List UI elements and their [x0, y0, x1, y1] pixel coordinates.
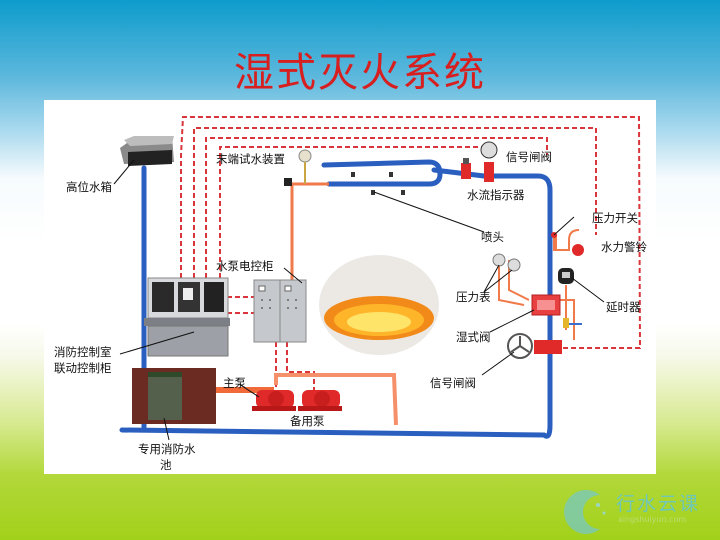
- leader-lines: [113, 159, 605, 441]
- pump-control-cabinet-icon: [253, 279, 307, 343]
- label-signal-valve-bottom: 信号闸阀: [430, 376, 476, 390]
- system-diagram: [113, 116, 642, 441]
- high-water-tank-icon: [120, 136, 174, 166]
- label-high-water-tank: 高位水箱: [66, 180, 112, 194]
- riser-pipe: [481, 173, 553, 439]
- fire-pool-icon: [132, 368, 216, 424]
- water-flow-indicator-icon: [461, 158, 471, 179]
- logo-url: xingshuiyun.com: [618, 515, 687, 524]
- main-pump-icon: [252, 390, 296, 411]
- signal-line-pressure-switch: [193, 127, 597, 278]
- sprinkler-heads: [351, 172, 405, 195]
- sprinkler-head-icon: [389, 172, 393, 177]
- signal-valve-bottom-icon: [507, 333, 562, 359]
- label-main-pump: 主泵: [223, 376, 246, 390]
- signal-lines: [180, 116, 642, 395]
- label-pressure-gauge: 压力表: [456, 290, 491, 304]
- sprinkler-head-icon: [401, 190, 405, 195]
- label-control-room-line1: 消防控制室: [54, 345, 112, 359]
- sprinkler-head-icon: [371, 190, 375, 195]
- label-water-alarm-bell: 水力警铃: [601, 240, 647, 254]
- test-valve-icon: [563, 318, 569, 328]
- signal-line-flow-indicator: [219, 146, 492, 278]
- test-device-icon: [284, 149, 312, 186]
- label-control-room-line2: 联动控制柜: [54, 361, 112, 375]
- label-sprinkler: 喷头: [481, 230, 504, 244]
- label-pool-line2: 池: [160, 458, 172, 472]
- sprinkler-head-icon: [351, 172, 355, 177]
- brand-logo: 行水云课 xingshuiyun.com: [560, 487, 720, 537]
- standby-pump-icon: [298, 390, 342, 411]
- page-title: 湿式灭火系统: [234, 50, 486, 96]
- water-alarm-bell-icon: [572, 244, 584, 256]
- label-water-flow-indicator: 水流指示器: [467, 188, 525, 202]
- signal-line-standby-pump: [286, 342, 315, 390]
- label-signal-valve-top: 信号闸阀: [506, 150, 552, 164]
- label-test-device: 末端试水装置: [216, 152, 285, 166]
- logo-name: 行水云课: [616, 493, 701, 515]
- signal-valve-top-icon: [480, 141, 498, 182]
- diagram-panel: 高位水箱 末端试水装置 信号闸阀 水流指示器 喷头 压力开关 水力警铃 水泵电控…: [44, 100, 656, 474]
- branch-pipe: [321, 159, 443, 187]
- delay-device-icon: [558, 268, 574, 284]
- label-pressure-switch: 压力开关: [592, 211, 638, 225]
- label-wet-valve: 湿式阀: [456, 330, 491, 344]
- bottom-main-pipe: [119, 427, 547, 438]
- pressure-gauge-icon: [492, 253, 521, 272]
- signal-line-signal-valve: [205, 137, 548, 278]
- fire-icon: [319, 255, 439, 355]
- label-delay-device: 延时器: [606, 300, 641, 314]
- wave-logo-icon: [564, 490, 606, 534]
- fire-control-cabinet-icon: [144, 277, 230, 357]
- label-standby-pump: 备用泵: [290, 414, 325, 428]
- label-pool-line1: 专用消防水: [138, 442, 196, 456]
- wet-alarm-valve-icon: [531, 294, 561, 316]
- pump-discharge-pipe: [274, 373, 398, 426]
- label-pump-control-cabinet: 水泵电控柜: [216, 259, 274, 273]
